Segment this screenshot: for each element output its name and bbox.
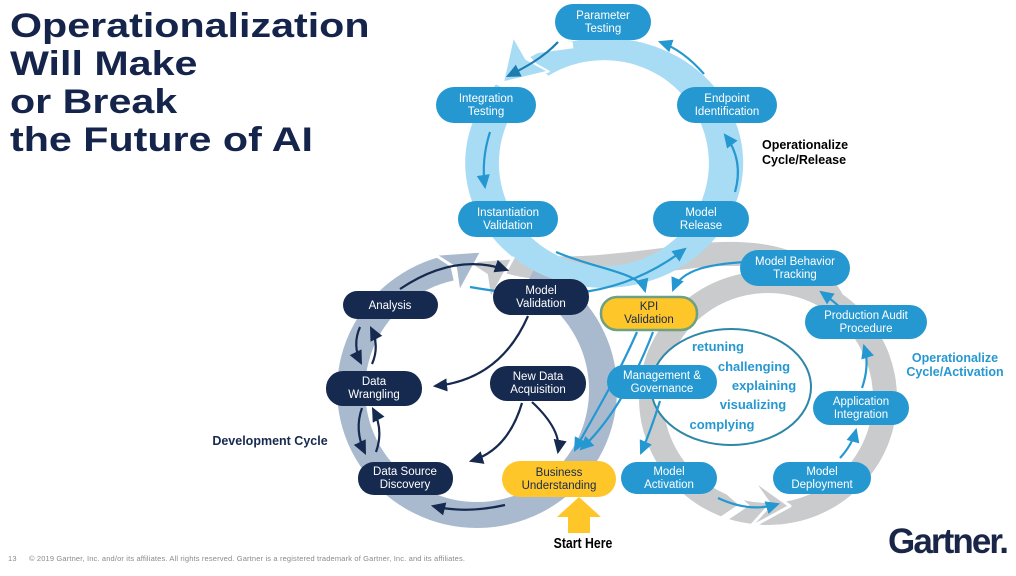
svg-text:Operationalize: Operationalize: [762, 138, 848, 152]
svg-text:Governance: Governance: [631, 383, 694, 395]
svg-text:challenging: challenging: [718, 359, 790, 374]
svg-text:Gartner.: Gartner.: [888, 522, 1007, 561]
svg-text:Integration: Integration: [459, 93, 513, 105]
svg-text:Deployment: Deployment: [791, 479, 853, 491]
svg-text:Testing: Testing: [468, 106, 504, 118]
svg-text:Tracking: Tracking: [773, 269, 817, 281]
svg-text:Understanding: Understanding: [522, 480, 597, 492]
svg-text:Release: Release: [680, 220, 722, 232]
svg-text:Cycle/Release: Cycle/Release: [762, 153, 846, 167]
svg-text:Model: Model: [806, 466, 837, 478]
svg-text:Application: Application: [833, 396, 889, 408]
svg-text:Business: Business: [536, 467, 583, 479]
svg-text:explaining: explaining: [732, 378, 796, 393]
svg-text:the Future of AI: the Future of AI: [10, 121, 313, 159]
svg-text:Data: Data: [362, 376, 387, 388]
svg-text:Testing: Testing: [585, 23, 621, 35]
svg-text:Endpoint: Endpoint: [704, 93, 750, 105]
svg-text:Discovery: Discovery: [380, 479, 431, 491]
svg-text:© 2019 Gartner, Inc. and/or it: © 2019 Gartner, Inc. and/or its affiliat…: [29, 554, 465, 563]
svg-text:Development Cycle: Development Cycle: [212, 434, 327, 448]
svg-text:Analysis: Analysis: [369, 300, 412, 312]
svg-text:Will Make: Will Make: [10, 45, 197, 83]
svg-text:Cycle/Activation: Cycle/Activation: [906, 365, 1003, 379]
svg-text:Model: Model: [525, 285, 556, 297]
svg-text:Procedure: Procedure: [839, 323, 892, 335]
svg-text:Parameter: Parameter: [576, 10, 630, 22]
svg-text:Operationalize: Operationalize: [912, 351, 998, 365]
svg-text:retuning: retuning: [692, 339, 744, 354]
svg-text:Acquisition: Acquisition: [510, 384, 566, 396]
svg-text:or Break: or Break: [10, 83, 178, 121]
svg-text:Integration: Integration: [834, 409, 888, 421]
svg-text:Start Here: Start Here: [554, 535, 613, 551]
svg-text:visualizing: visualizing: [720, 397, 787, 412]
svg-text:Validation: Validation: [483, 220, 533, 232]
svg-text:Model: Model: [653, 466, 684, 478]
svg-text:Activation: Activation: [644, 479, 694, 491]
svg-text:Production Audit: Production Audit: [824, 310, 909, 322]
svg-text:Data Source: Data Source: [373, 466, 437, 478]
svg-text:Validation: Validation: [516, 298, 566, 310]
svg-text:Instantiation: Instantiation: [477, 207, 539, 219]
svg-text:13: 13: [8, 554, 17, 563]
svg-text:Identification: Identification: [695, 106, 760, 118]
svg-text:complying: complying: [689, 417, 754, 432]
svg-text:Validation: Validation: [624, 314, 674, 326]
svg-text:Model Behavior: Model Behavior: [755, 256, 835, 268]
svg-text:Management &: Management &: [623, 370, 701, 382]
svg-text:Wrangling: Wrangling: [348, 389, 400, 401]
svg-text:Model: Model: [685, 207, 716, 219]
svg-text:Operationalization: Operationalization: [10, 7, 370, 45]
svg-text:KPI: KPI: [640, 301, 659, 313]
svg-text:New Data: New Data: [513, 371, 564, 383]
